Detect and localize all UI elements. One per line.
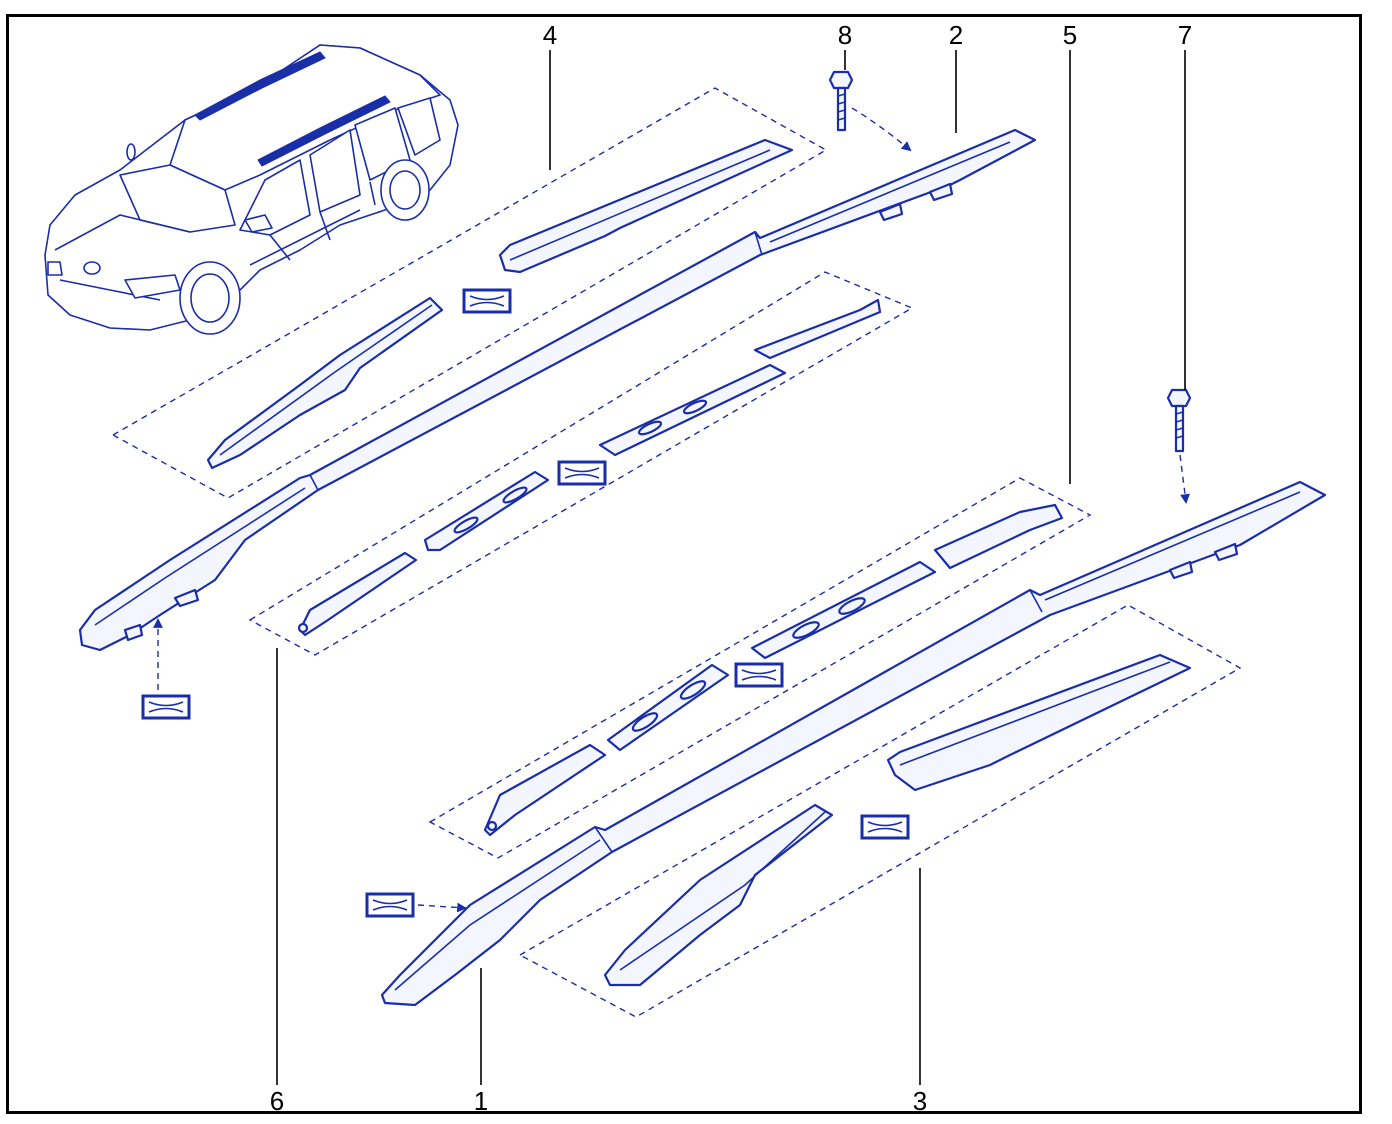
adhesive-symbol-4	[734, 662, 784, 688]
group-box-5	[428, 477, 1092, 859]
callout-4: 4	[543, 20, 557, 50]
bolt-8	[828, 70, 854, 132]
rail-cover-upper	[206, 138, 794, 470]
adhesive-symbol-3	[141, 694, 191, 720]
arrow-bolt-7	[1179, 454, 1190, 504]
callout-7: 7	[1178, 20, 1192, 50]
car-illustration	[44, 44, 459, 335]
arrow-bolt-8	[851, 107, 912, 152]
diagram-frame	[6, 14, 1362, 1114]
group-box-3	[518, 604, 1242, 1018]
bolt-7	[1166, 388, 1192, 453]
callout-5: 5	[1063, 20, 1077, 50]
adhesive-symbol-1	[462, 288, 512, 314]
roof-rail-lower	[380, 480, 1327, 1007]
callout-3: 3	[913, 1086, 927, 1116]
callout-2: 2	[949, 20, 963, 50]
roof-rail-upper	[78, 128, 1037, 652]
arrow-glue-front	[417, 902, 467, 913]
group-box-4	[111, 87, 828, 499]
rail-cover-lower	[603, 653, 1192, 987]
adhesive-symbol-2	[557, 460, 607, 486]
callout-8: 8	[838, 20, 852, 50]
callout-1: 1	[474, 1086, 488, 1116]
adhesive-symbol-5	[860, 814, 910, 840]
clips-upper	[297, 298, 882, 637]
adhesive-symbol-6	[365, 892, 415, 918]
clips-lower	[483, 503, 1064, 837]
callout-6: 6	[270, 1086, 284, 1116]
